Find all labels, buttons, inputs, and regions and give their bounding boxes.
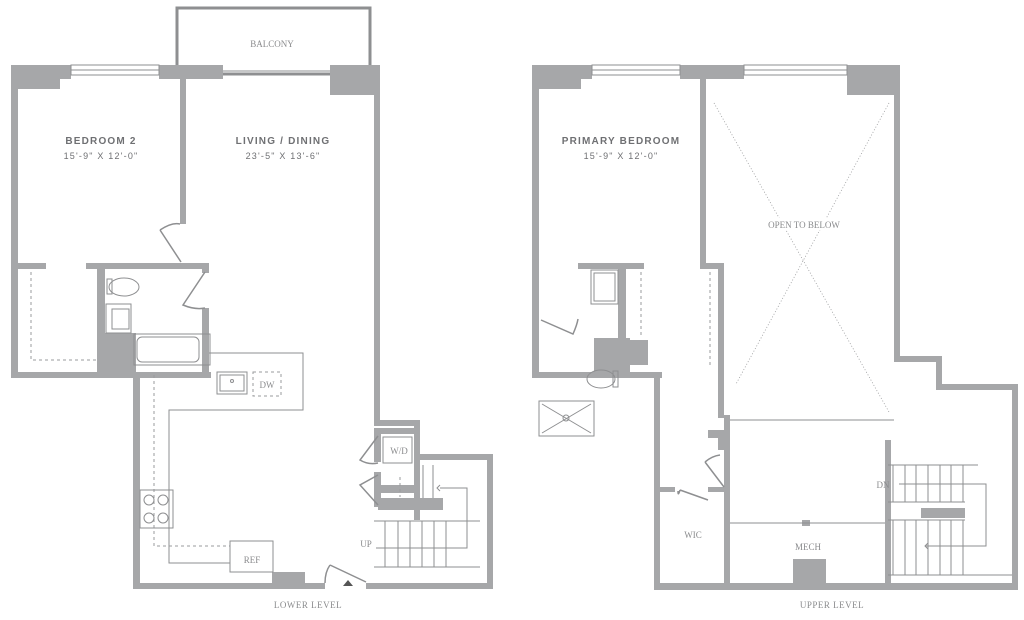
walls (532, 65, 1018, 590)
dishwasher-label: DW (260, 380, 275, 390)
kitchen-counter (168, 352, 304, 564)
balcony-label: BALCONY (250, 39, 294, 49)
burner-icons (143, 494, 169, 524)
bath-door (540, 318, 579, 335)
walls (11, 65, 493, 589)
toilet-icon (108, 277, 140, 297)
stairs-down-label: DN (877, 480, 890, 490)
refrigerator-label: REF (244, 555, 261, 565)
room-dimensions-primary-bedroom: 15'-9" X 12'-0" (584, 151, 659, 161)
refrigerator (229, 540, 274, 573)
door (159, 222, 182, 263)
wic-door (677, 489, 709, 501)
staircase (888, 464, 1012, 576)
room-dimensions-living-dining: 23'-5" X 13'-6" (246, 151, 321, 161)
closet-outline (30, 272, 97, 361)
upper-level-plan: OPEN TO BELOW WIC MECH (532, 64, 1018, 610)
open-to-below-label: OPEN TO BELOW (768, 220, 840, 230)
entry-arrow-icon (343, 580, 353, 586)
bathtub-icon (133, 333, 211, 366)
balcony (175, 6, 372, 76)
upper-level-caption: UPPER LEVEL (800, 600, 864, 610)
shower-icon (538, 400, 595, 437)
toilet-icon (586, 369, 616, 389)
mech-label: MECH (795, 542, 822, 552)
range-icon (139, 489, 174, 529)
closet-door (358, 435, 379, 465)
washer-dryer (382, 436, 413, 464)
door (704, 454, 725, 488)
staircase (374, 465, 480, 568)
room-dimensions-bedroom-2: 15'-9" X 12'-0" (64, 151, 139, 161)
open-to-below (713, 102, 894, 421)
entry-door (324, 564, 367, 584)
sink-icon (590, 269, 619, 305)
lower-level-plan: BALCONY (11, 6, 493, 610)
lower-level-caption: LOWER LEVEL (274, 600, 342, 610)
sink-icon (105, 303, 132, 334)
bath-door (181, 271, 206, 310)
wic-label: WIC (684, 530, 702, 540)
washer-dryer-label: W/D (390, 446, 408, 456)
dishwasher (252, 371, 282, 397)
room-name-living-dining: LIVING / DINING (236, 136, 331, 147)
room-name-primary-bedroom: PRIMARY BEDROOM (562, 136, 681, 147)
kitchen-sink-icon (216, 371, 248, 395)
stairs-up-label: UP (360, 539, 372, 549)
closet-door-2 (358, 474, 379, 506)
room-name-bedroom-2: BEDROOM 2 (65, 136, 136, 147)
